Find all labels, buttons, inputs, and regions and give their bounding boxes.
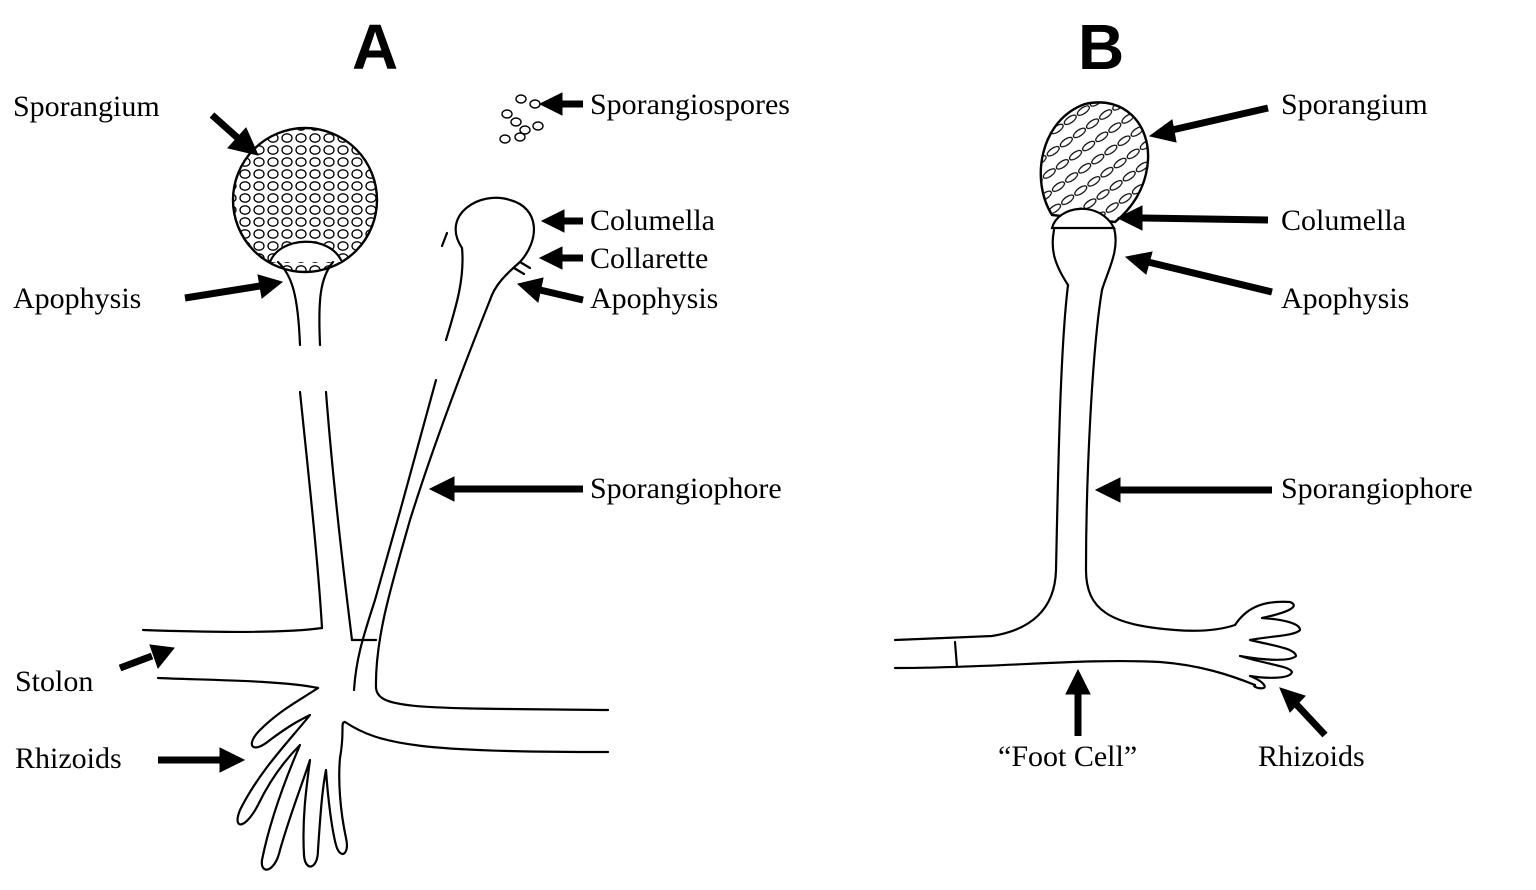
label-b-rhizoids: Rhizoids [1258,740,1365,773]
label-a-apophysis-left: Apophysis [13,282,142,315]
label-b-sporangium: Sporangium [1281,88,1428,121]
label-b-sporangiophore: Sporangiophore [1281,472,1473,505]
arrow-b-rhizoids [1279,687,1328,738]
panel-b-drawing [893,101,1302,690]
label-b-apophysis: Apophysis [1281,282,1410,315]
panel-a-sporangiophore-right [352,298,610,712]
panel-b-letter: B [1078,11,1125,83]
panel-b-foot-cell [893,640,1257,687]
label-a-rhizoids: Rhizoids [15,742,122,775]
label-a-sporangiophore: Sporangiophore [590,472,782,505]
label-a-collarette: Collarette [590,242,709,275]
panel-a-collarette [512,260,532,276]
label-b-foot-cell: “Foot Cell” [998,740,1138,773]
arrow-b-foot-cell [1065,668,1091,736]
label-a-sporangiospores: Sporangiospores [590,88,790,121]
panel-b-apophysis [1051,226,1117,292]
panel-a-sporangiospores [499,94,544,144]
label-a-stolon: Stolon [15,665,94,698]
panel-a-drawing [141,94,610,871]
arrow-a-columella [540,209,583,233]
arrow-b-sporangium [1148,104,1269,143]
arrow-b-columella [1116,205,1269,231]
arrow-a-apophysis-left [184,274,284,302]
arrow-b-sporangiophore [1094,477,1272,503]
label-b-columella: Columella [1281,204,1406,237]
panel-a-sporangiophore-left [298,390,354,642]
arrow-a-sporangiophore [428,476,583,502]
panel-a-letter: A [352,11,399,83]
panel-a-apophysis-left [276,260,335,347]
arrow-a-rhizoids [158,747,246,773]
arrow-b-apophysis [1124,251,1273,296]
panel-a-stolon [141,626,610,754]
arrow-a-sporangiospores [538,92,583,116]
panel-b-sporangium [1039,101,1150,224]
panel-a-sporangium [231,126,379,274]
panel-b-columella [1050,207,1116,230]
panel-b-sporangiophore [893,283,1237,642]
panel-a-rhizoids [236,686,348,871]
arrow-a-apophysis-right [516,277,584,304]
arrow-a-collarette [538,246,583,270]
arrow-a-sporangium [209,112,259,156]
arrows [118,92,1328,773]
panel-a-columella [444,196,535,342]
arrow-a-stolon [118,644,175,672]
label-a-sporangium: Sporangium [13,90,160,123]
label-a-columella: Columella [590,204,715,237]
panel-b-rhizoids [1233,600,1302,690]
label-a-apophysis-right: Apophysis [590,282,719,315]
